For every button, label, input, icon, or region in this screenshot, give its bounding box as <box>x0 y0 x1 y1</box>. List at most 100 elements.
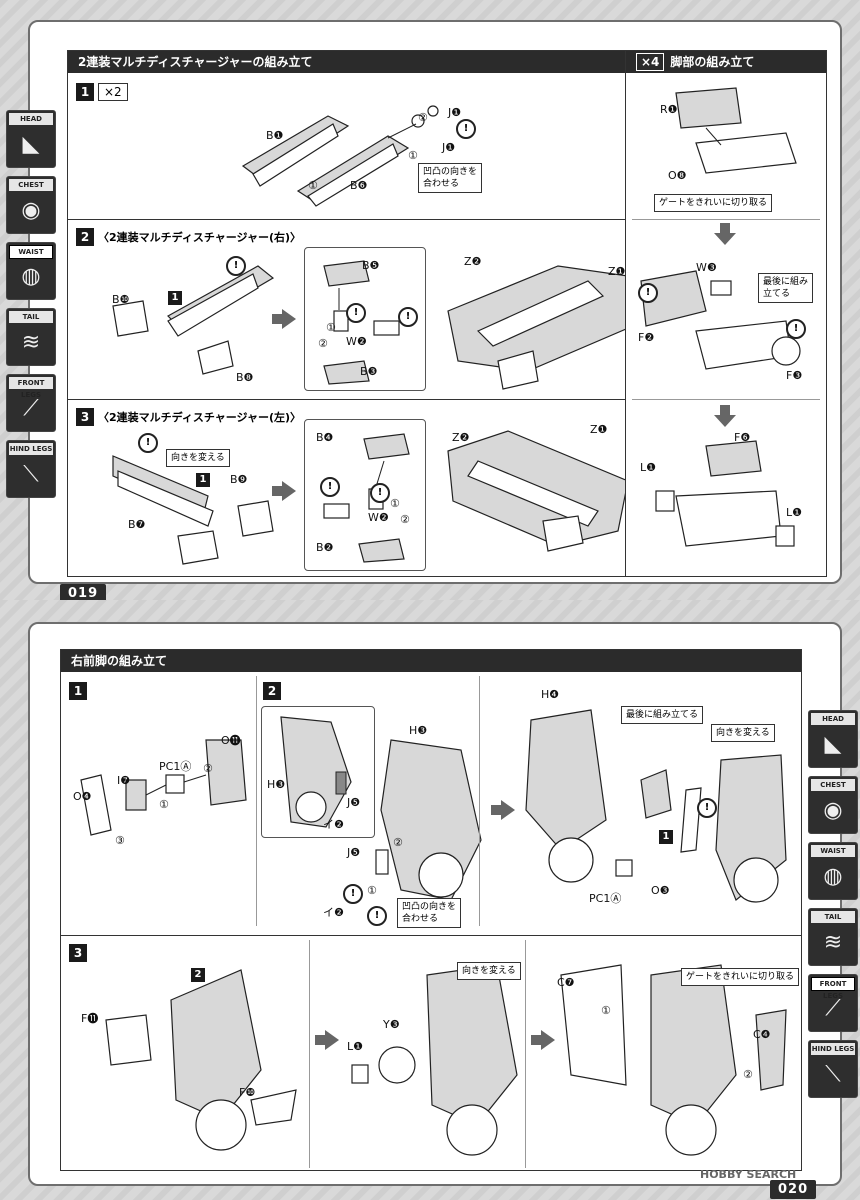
step-number: 1 <box>76 83 94 101</box>
tab-head[interactable]: HEAD◣ <box>808 710 858 768</box>
waist-icon: ◍ <box>21 264 41 289</box>
leg-step2b-art <box>525 709 787 903</box>
part-label: H❸ <box>267 778 286 791</box>
tab-waist[interactable]: WAIST ◍ <box>808 842 858 900</box>
part-label: J❶ <box>442 141 456 154</box>
tab-label: WAIST <box>9 245 53 259</box>
leg-step2-art <box>375 739 482 901</box>
part-label: イ❷ <box>323 906 344 919</box>
part-label: W❷ <box>346 335 367 348</box>
flow-arrow <box>531 1030 555 1050</box>
part-label: O❹ <box>73 790 92 803</box>
note-align: 凹凸の向きを 合わせる <box>418 163 483 193</box>
tab-chest[interactable]: CHEST ◉ <box>808 776 858 834</box>
note-gate: ゲートをきれいに切り取る <box>681 968 800 986</box>
front-legs-icon: ⟋ <box>23 396 39 421</box>
note-gate: ゲートをきれいに切り取る <box>654 194 773 212</box>
discharger-left-assembled-art <box>447 430 629 552</box>
part-label: B❸ <box>360 365 378 378</box>
tab-label: CHEST <box>9 179 53 191</box>
tab-label: HEAD <box>811 713 855 725</box>
part-label: Y❸ <box>383 1018 400 1031</box>
part-label: W❷ <box>368 511 389 524</box>
step-divider <box>479 676 480 926</box>
part-label: J❺ <box>347 846 361 859</box>
flow-arrow <box>714 405 736 427</box>
tab-tail[interactable]: TAIL ≋ <box>808 908 858 966</box>
tab-label: HIND LEGS <box>9 443 53 455</box>
tab-label: CHEST <box>811 779 855 791</box>
caution-icon: ! <box>320 477 340 497</box>
step-divider <box>68 219 648 220</box>
part-label: L❶ <box>347 1040 363 1053</box>
step-number: 2 <box>263 682 281 700</box>
tab-label: TAIL <box>9 311 53 323</box>
discharger-step1-art <box>241 105 439 207</box>
tab-hind-legs[interactable]: HIND LEGS⟍ <box>808 1040 858 1098</box>
part-label: R❶ <box>660 103 678 116</box>
part-label: C❼ <box>557 976 575 989</box>
tail-icon: ≋ <box>823 930 843 955</box>
instruction-sheet: 2連装マルチディスチャージャーの組み立て 1 ×2 B❶ B❻ J❶ J❶ ① … <box>28 20 842 584</box>
part-label: F❸ <box>786 369 803 382</box>
part-label: C❹ <box>753 1028 771 1041</box>
part-label: B❶ <box>266 129 284 142</box>
waist-icon: ◍ <box>823 864 843 889</box>
caution-icon: ! <box>398 307 418 327</box>
chest-icon: ◉ <box>21 198 41 223</box>
leg-step3-art-c <box>560 964 787 1156</box>
part-label: Z❷ <box>464 255 482 268</box>
note-last: 最後に組み立てる <box>621 706 704 724</box>
tab-chest[interactable]: CHEST ◉ <box>6 176 56 234</box>
note-turn: 向きを変える <box>457 962 521 980</box>
step-order: ② <box>318 337 328 350</box>
note-last: 最後に組み 立てる <box>758 273 814 303</box>
step-divider <box>68 399 648 400</box>
part-label: B❼ <box>128 518 146 531</box>
part-label: H❹ <box>541 688 560 701</box>
caution-icon: ! <box>370 483 390 503</box>
part-label: B❷ <box>316 541 334 554</box>
caution-icon: ! <box>343 884 363 904</box>
leg-step2-detail-art <box>280 716 352 828</box>
hind-legs-icon: ⟍ <box>23 462 39 487</box>
step-order: ① <box>367 884 377 897</box>
caution-icon: ! <box>367 906 387 926</box>
tab-label: WAIST <box>811 845 855 857</box>
part-label: B❽ <box>236 371 254 384</box>
watermark: HOBBY SEARCH <box>700 1168 797 1181</box>
tab-hind-legs[interactable]: HIND LEGS ⟍ <box>6 440 56 498</box>
discharger-right-art <box>112 265 275 375</box>
step-order: ① <box>326 321 336 334</box>
leg-step3-art-b <box>351 964 518 1156</box>
step-divider <box>61 935 801 936</box>
flow-arrow <box>491 800 515 820</box>
tab-waist[interactable]: WAIST ◍ <box>6 242 56 300</box>
part-label: F❻ <box>734 431 751 444</box>
part-label: J❶ <box>448 106 462 119</box>
step-divider <box>256 676 257 926</box>
part-label: J❺ <box>347 796 361 809</box>
tab-front-legs[interactable]: FRONT LEGS⟋ <box>808 974 858 1032</box>
tab-label: TAIL <box>811 911 855 923</box>
discharger-right-assembled-art <box>447 265 634 390</box>
part-label: O❽ <box>668 169 687 182</box>
chest-icon: ◉ <box>823 798 843 823</box>
flow-arrow <box>714 223 736 245</box>
step-order: ② <box>743 1068 753 1081</box>
part-label: Z❶ <box>590 423 608 436</box>
assembly-ref: 1 <box>659 830 673 844</box>
caution-icon: ! <box>226 256 246 276</box>
tab-head[interactable]: HEAD◣ <box>6 110 56 168</box>
head-icon: ◣ <box>22 132 40 157</box>
part-label: PC1Ⓐ <box>159 760 192 773</box>
side-nav: HEAD◣ CHEST ◉ WAIST ◍ TAIL ≋ FRONT LEGS⟋ HI… <box>802 690 860 1120</box>
side-nav: HEAD◣ CHEST ◉ WAIST ◍ TAIL≋ FRONT LEGS⟋ HI… <box>0 90 58 520</box>
page-019: 2連装マルチディスチャージャーの組み立て 1 ×2 B❶ B❻ J❶ J❶ ① … <box>0 0 860 600</box>
part-label: W❸ <box>696 261 717 274</box>
tab-label: HIND LEGS <box>811 1043 855 1055</box>
tab-front-legs[interactable]: FRONT LEGS⟋ <box>6 374 56 432</box>
tab-tail[interactable]: TAIL≋ <box>6 308 56 366</box>
